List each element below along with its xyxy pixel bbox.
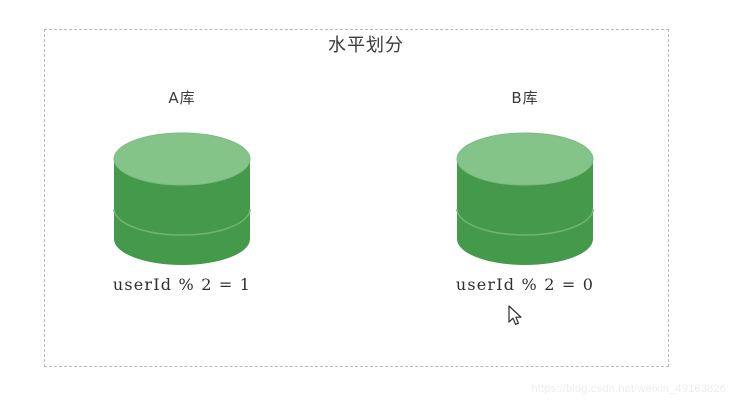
- database-cylinder-b: [455, 131, 595, 267]
- watermark-text: https://blog.csdn.net/weixin_49163826: [531, 383, 726, 395]
- database-cylinder-icon: [456, 132, 594, 265]
- database-cylinder-a: [112, 131, 252, 267]
- database-group-b: B库 userId % 2 = 0: [405, 88, 645, 295]
- diagram-title: 水平划分: [328, 35, 404, 56]
- database-label-b: B库: [511, 89, 539, 107]
- database-label-a: A库: [168, 89, 196, 107]
- diagram-frame: [44, 29, 669, 367]
- database-caption-b: userId % 2 = 0: [455, 275, 595, 294]
- database-group-a: A库 userId % 2 = 1: [62, 88, 302, 295]
- database-cylinder-icon: [113, 132, 251, 265]
- database-caption-a: userId % 2 = 1: [112, 275, 252, 294]
